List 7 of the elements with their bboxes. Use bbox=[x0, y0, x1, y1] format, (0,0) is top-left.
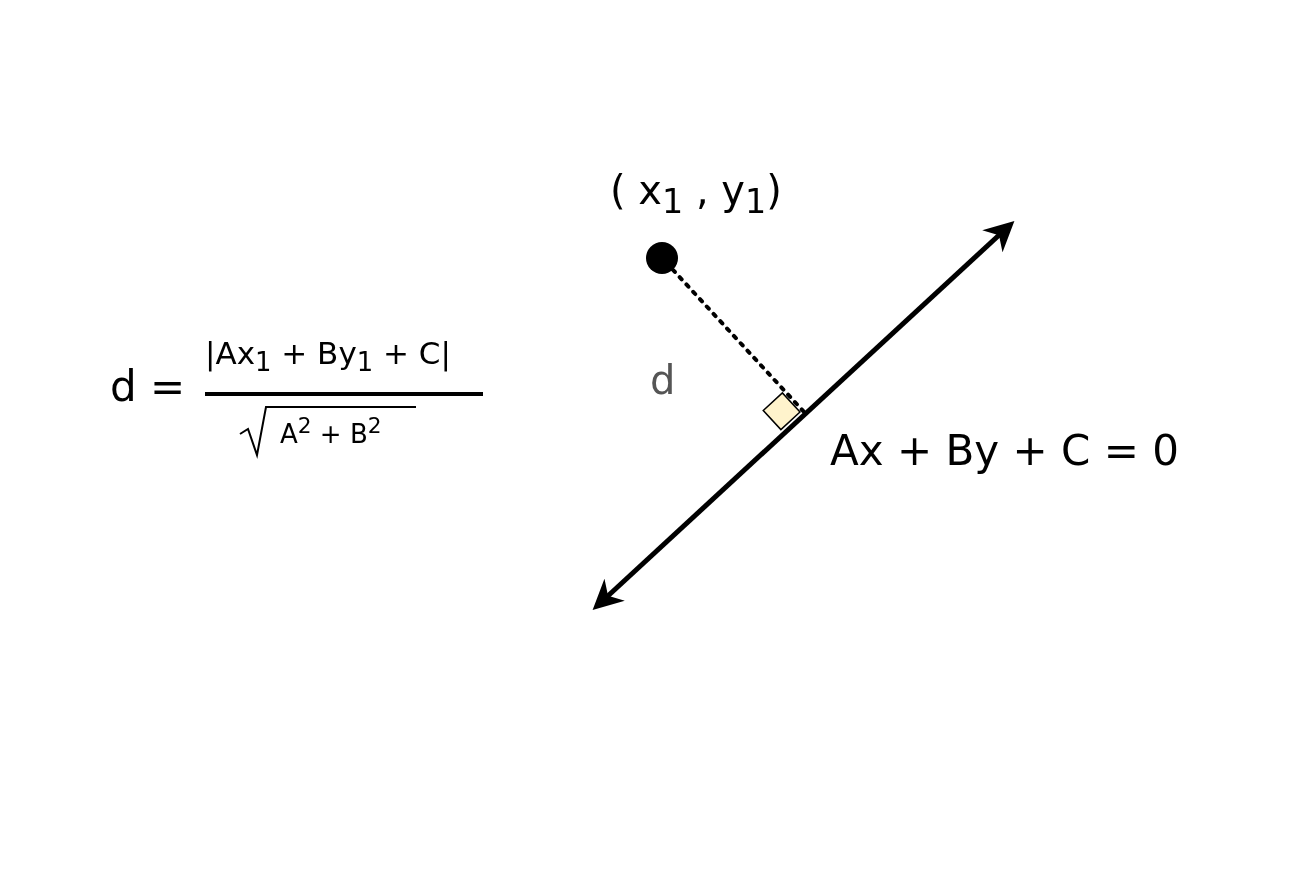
edge-label: d bbox=[650, 358, 676, 402]
denominator-text: A$^{2}$ + B$^{2}$ bbox=[280, 414, 382, 449]
dotted-line bbox=[670, 267, 806, 414]
point-label: ( x$_{1}$ , y$_{1}$) bbox=[610, 168, 782, 221]
numerator-text: |Ax$_{1}$ + By$_{1}$ + C| bbox=[205, 336, 451, 377]
formula-text: d = bbox=[110, 364, 186, 411]
line-equation: Ax + By + C = 0 bbox=[830, 428, 1179, 475]
